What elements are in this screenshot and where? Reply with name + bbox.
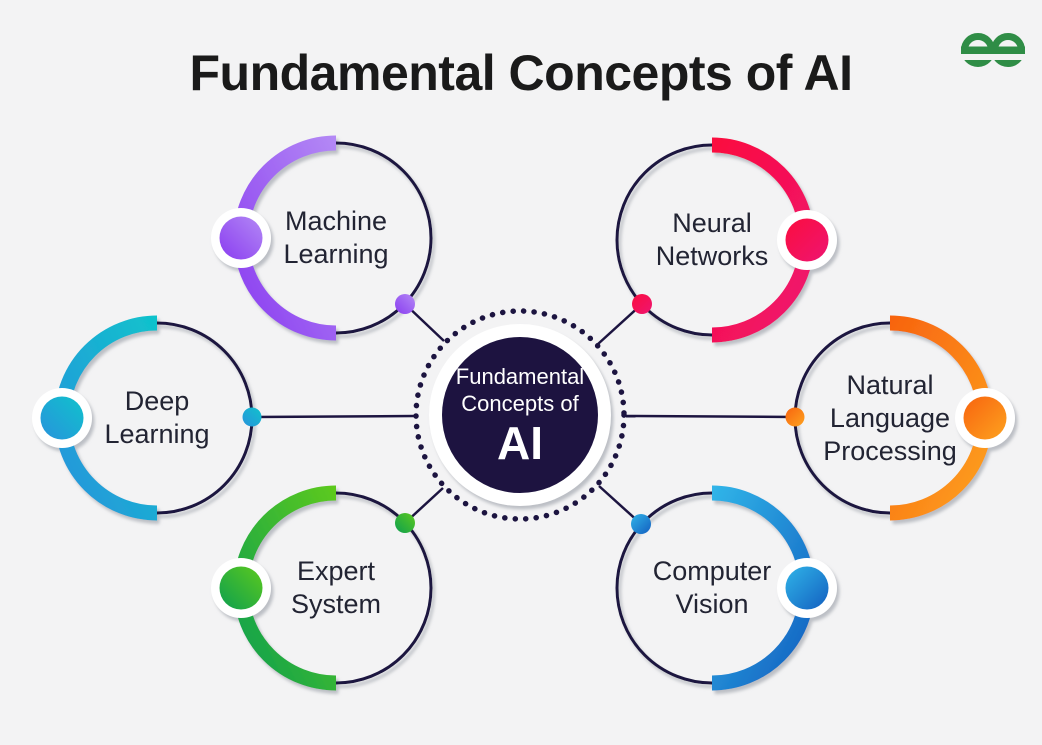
node-label-computer-vision: Computer Vision — [602, 536, 822, 640]
center-label: Fundamental Concepts of AI — [420, 352, 620, 478]
center-label-line: Concepts of — [461, 391, 579, 416]
page-title: Fundamental Concepts of AI — [189, 45, 853, 101]
badge-dot-computer-vision — [785, 566, 829, 610]
node-deep-learning — [32, 315, 262, 521]
center-hub — [413, 308, 627, 522]
center-dotted-ring — [413, 308, 627, 522]
label-line: Machine — [284, 206, 388, 236]
anchor-dot-neural-networks — [632, 294, 652, 314]
badge-dot-machine-learning — [219, 216, 263, 260]
label-line: Processing — [823, 435, 957, 466]
connector-deep-learning — [251, 414, 415, 419]
node-label-neural-networks: Neural Networks — [602, 188, 822, 292]
node-label-deep-learning: Deep Learning — [47, 366, 267, 470]
logo-bar — [961, 46, 1025, 54]
label-line: Neural — [672, 208, 752, 238]
label-line: Language — [829, 402, 951, 433]
label-line: Networks — [655, 241, 769, 271]
center-label-ai: AI — [497, 417, 543, 469]
node-label-machine-learning: Machine Learning — [226, 186, 446, 290]
center-disc — [442, 337, 598, 493]
label-line: Vision — [675, 589, 749, 619]
badge-dot-neural-networks — [785, 218, 829, 262]
node-label-expert-system: Expert System — [226, 536, 446, 640]
node-machine-learning — [211, 135, 433, 341]
node-label-natural-language-processing: Natural Language Processing — [780, 368, 1000, 468]
anchor-dot-computer-vision — [631, 514, 651, 534]
node-expert-system — [211, 485, 433, 691]
logo-slot — [958, 54, 1028, 60]
anchor-dot-machine-learning — [395, 294, 415, 314]
label-line: Computer — [652, 556, 772, 586]
label-line: Learning — [104, 419, 210, 449]
label-line: System — [290, 589, 382, 619]
badge-dot-expert-system — [219, 566, 263, 610]
badge-dot-natural-language-processing — [963, 396, 1007, 440]
node-natural-language-processing — [785, 315, 1015, 521]
label-line: Learning — [283, 239, 389, 269]
label-line: Natural — [846, 369, 934, 400]
geeksforgeeks-logo — [958, 33, 1028, 67]
badge-dot-deep-learning — [40, 396, 84, 440]
center-label-line: Fundamental — [455, 364, 585, 389]
label-line: Expert — [296, 556, 376, 586]
node-computer-vision — [615, 485, 837, 691]
anchor-dot-deep-learning — [242, 407, 262, 427]
node-neural-networks — [615, 137, 837, 343]
connector-natural-language-processing — [625, 414, 796, 419]
anchor-dot-natural-language-processing — [785, 407, 805, 427]
anchor-dot-expert-system — [395, 513, 415, 533]
label-line: Deep — [124, 386, 190, 416]
